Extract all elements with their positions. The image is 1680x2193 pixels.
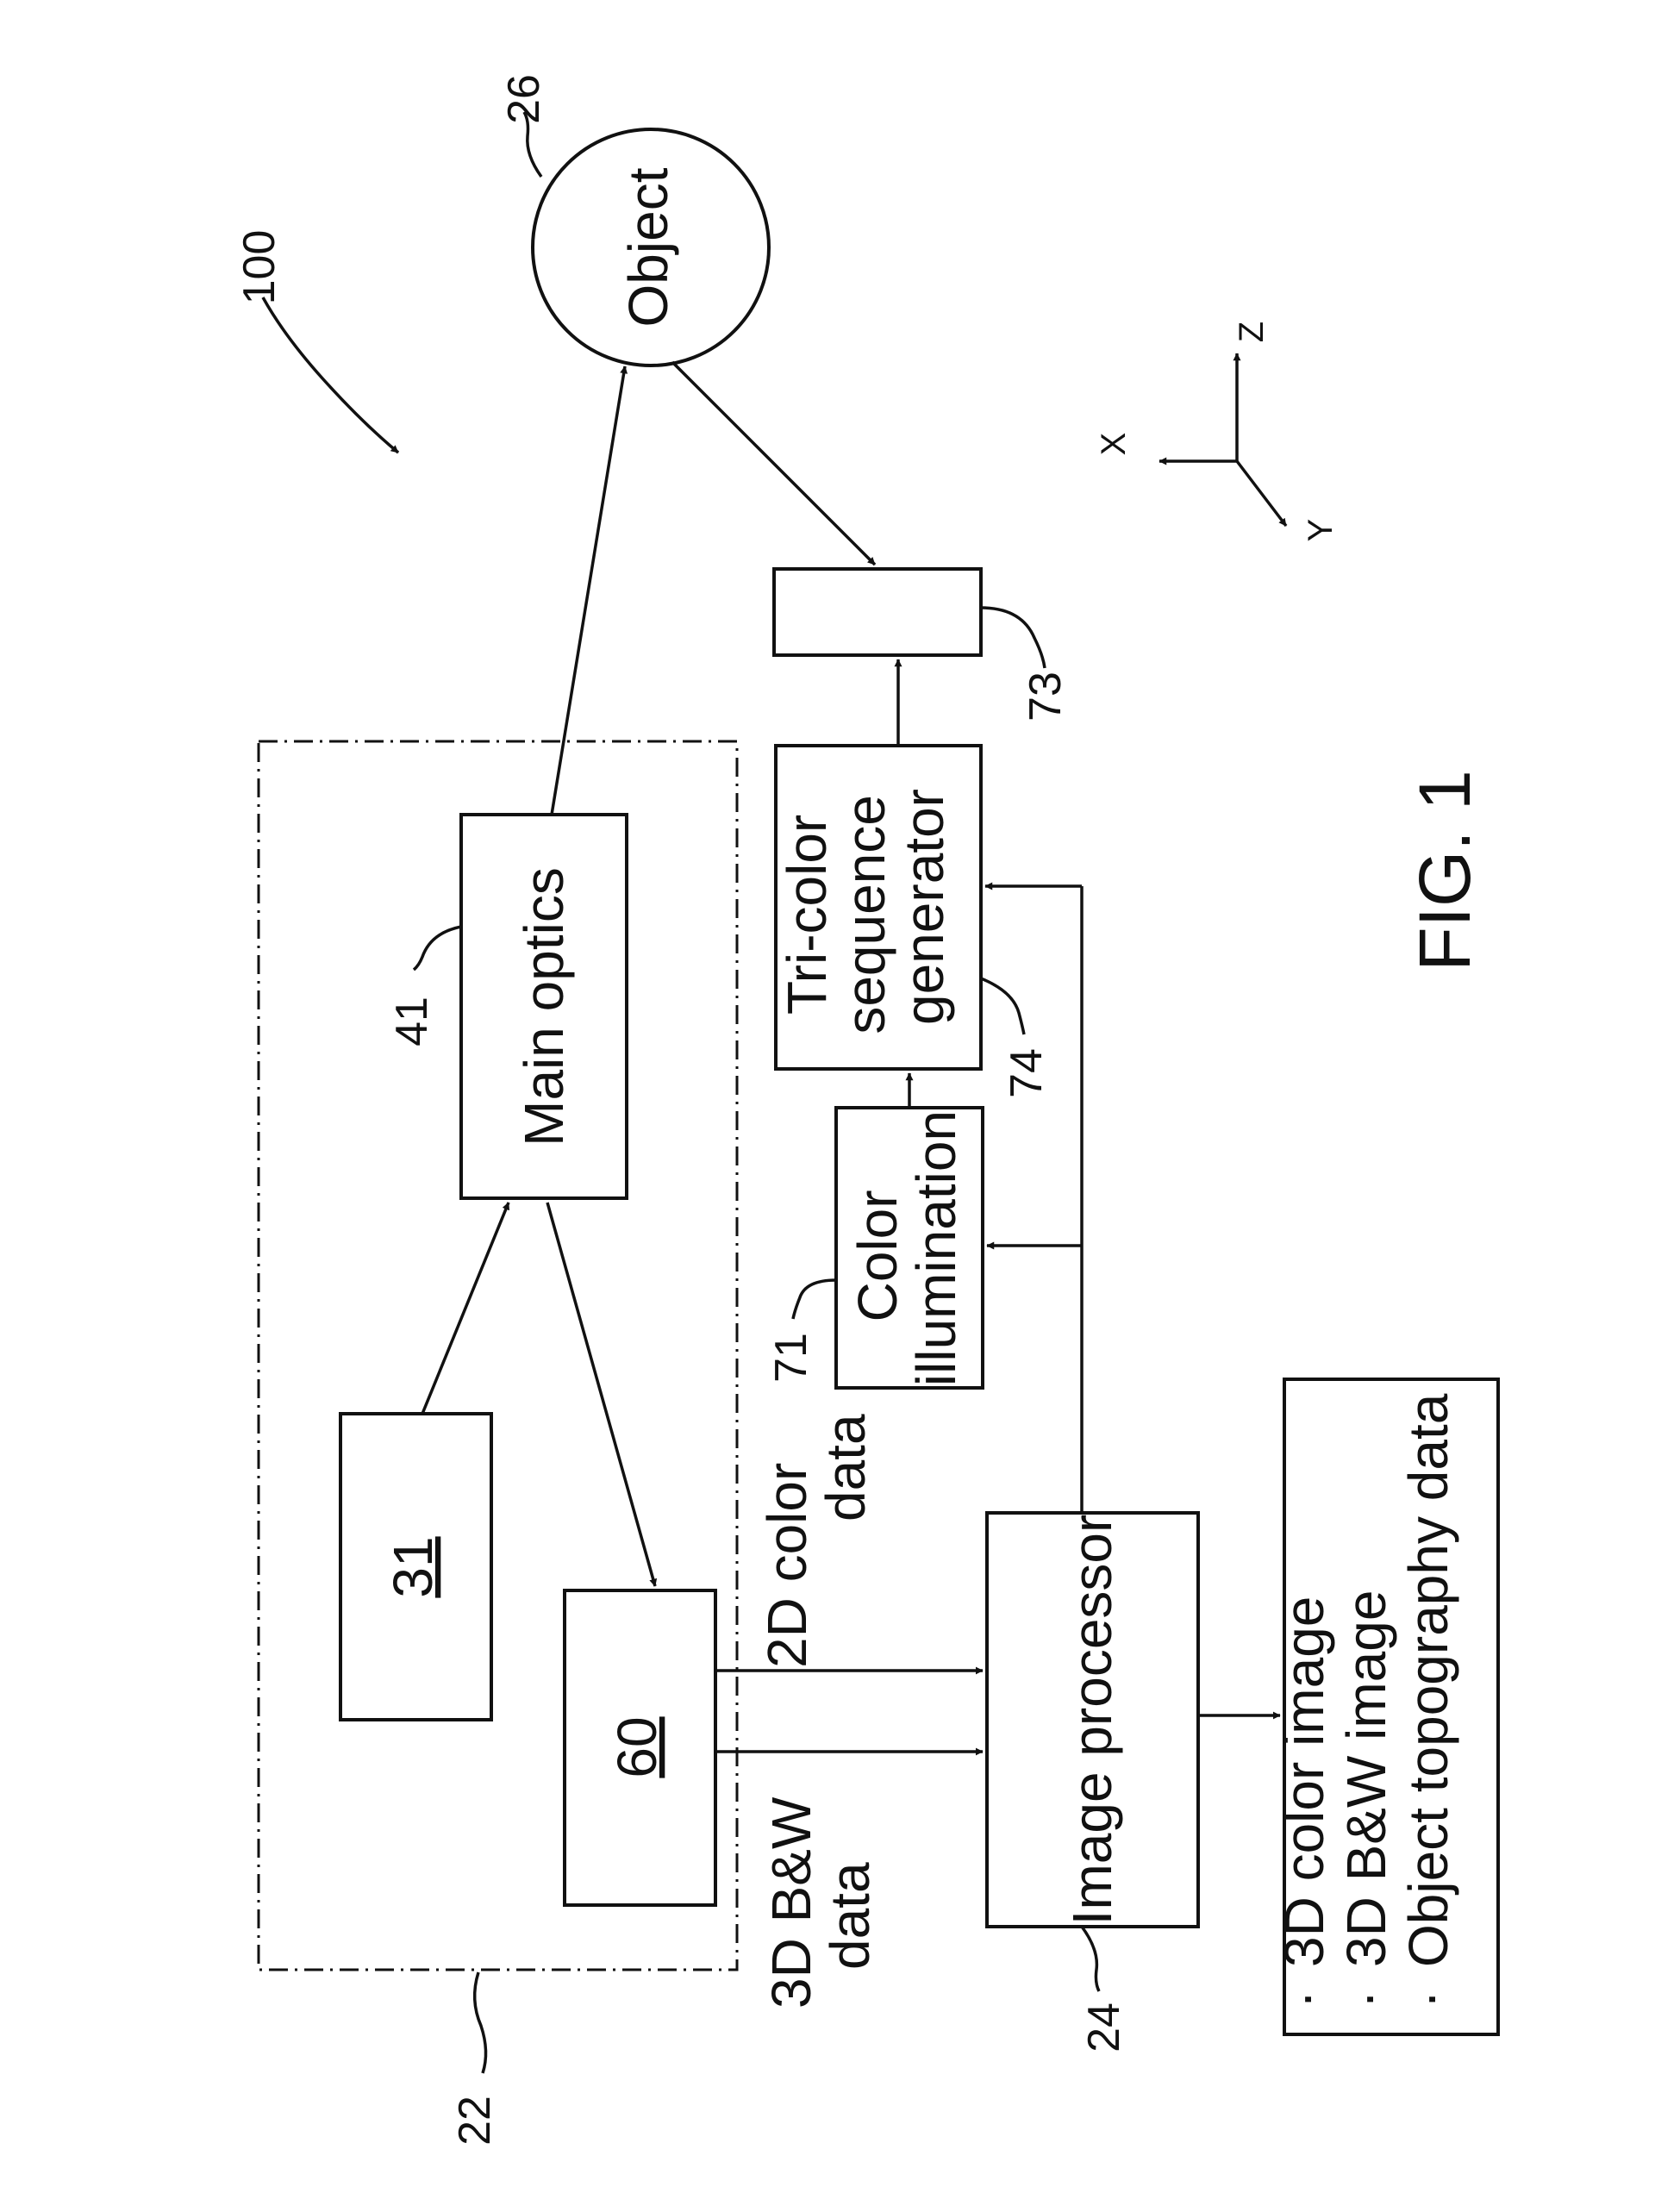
ref-100: 100 xyxy=(234,230,284,305)
color-illumination-line-2: illumination xyxy=(905,1110,967,1386)
ref-73: 73 xyxy=(1021,672,1071,722)
leader-71 xyxy=(793,1280,836,1319)
output-bullet-1: · xyxy=(1273,1990,1335,2009)
signal-3d-bw-label: 3D B&W data xyxy=(760,1782,881,2009)
ref-74: 74 xyxy=(1002,1048,1052,1098)
element-73-block xyxy=(774,569,981,655)
output-bullet-2: · xyxy=(1335,1990,1397,2009)
element-31-label: 31 xyxy=(382,1536,444,1597)
axis-y-label: Y xyxy=(1302,519,1340,542)
color-illumination-line-1: Color xyxy=(846,1190,909,1321)
arrow-main-optics-to-60 xyxy=(547,1203,655,1586)
arrow-main-optics-to-object xyxy=(552,366,625,815)
signal-3d-bw-line-2: data xyxy=(819,1862,881,1970)
ref-71: 71 xyxy=(766,1333,816,1383)
axis-x-label: X xyxy=(1095,433,1133,456)
axis-y-line xyxy=(1237,461,1286,526)
element-60-label: 60 xyxy=(606,1716,668,1778)
output-item-1: 3D color image xyxy=(1273,1596,1335,1967)
leader-100 xyxy=(263,297,398,453)
ref-26: 26 xyxy=(499,74,549,124)
output-item-2: 3D B&W image xyxy=(1335,1590,1397,1967)
main-optics-label: Main optics xyxy=(513,867,575,1146)
leader-73 xyxy=(981,608,1045,668)
tri-color-generator-label: Tri-color sequence generator xyxy=(776,779,955,1034)
output-bullet-3: · xyxy=(1397,1990,1459,2009)
signal-3d-bw-line-1: 3D B&W xyxy=(760,1796,822,2009)
arrow-31-to-main-optics xyxy=(422,1203,509,1414)
signal-2d-color-label: 2D color data xyxy=(756,1414,877,1668)
image-processor-label: Image processor xyxy=(1061,1515,1123,1926)
arrow-object-to-73 xyxy=(672,362,875,565)
tri-color-line-3: generator xyxy=(893,789,955,1025)
output-item-3: Object topography data xyxy=(1397,1393,1459,1967)
signal-2d-color-line-1: 2D color xyxy=(756,1463,818,1668)
figure-caption: FIG. 1 xyxy=(1404,770,1485,971)
leader-74 xyxy=(981,978,1024,1034)
object-label: Object xyxy=(617,167,679,327)
signal-2d-color-line-2: data xyxy=(815,1414,877,1521)
axis-z-label: Z xyxy=(1233,322,1271,342)
tri-color-line-1: Tri-color xyxy=(776,815,838,1015)
ref-41: 41 xyxy=(387,997,437,1047)
ref-24: 24 xyxy=(1079,2002,1129,2052)
leader-24 xyxy=(1082,1927,1099,1991)
leader-22 xyxy=(475,1972,486,2073)
leader-41 xyxy=(414,927,461,970)
tri-color-line-2: sequence xyxy=(834,795,896,1034)
ref-22: 22 xyxy=(450,2096,500,2146)
